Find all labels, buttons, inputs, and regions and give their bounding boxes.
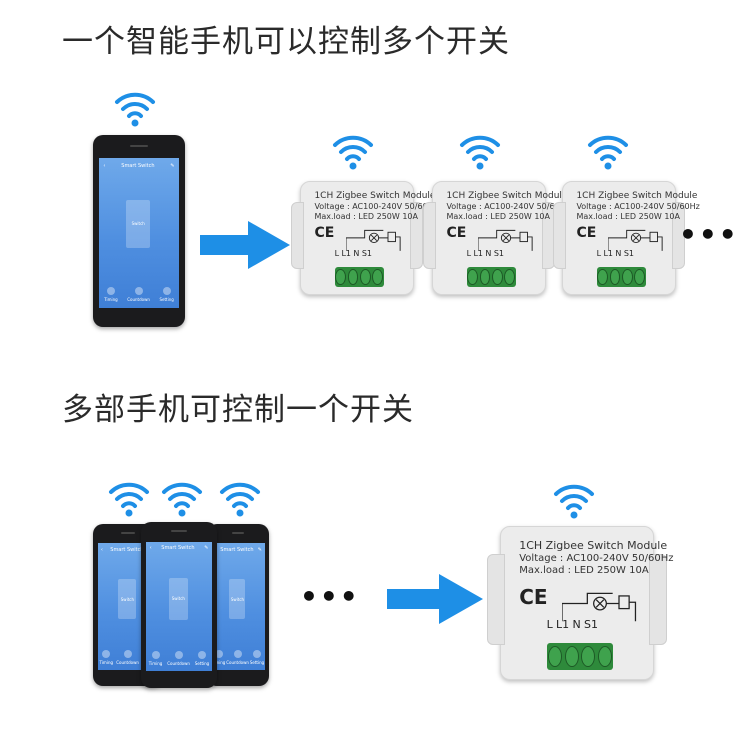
- module-title: 1CH Zigbee Switch Module: [446, 190, 568, 201]
- back-icon: ‹: [103, 162, 106, 169]
- smartphone: ‹Smart Switch✎ Switch Timing Countdown S…: [141, 522, 217, 688]
- ce-mark: CE: [446, 224, 467, 241]
- wiring-diagram: [477, 230, 533, 252]
- module-voltage: Voltage : AC100-240V 50/60Hz: [314, 202, 438, 212]
- phone-screen: ‹ Smart Switch ✎ Switch Timing Countdown S…: [99, 158, 179, 308]
- switch-card-label: Switch: [131, 221, 145, 227]
- module-maxload: Max.load : LED 250W 10A: [519, 565, 649, 577]
- more-ellipsis: •••: [679, 218, 739, 251]
- smartphone: ‹ Smart Switch ✎ Switch Timing Countdown S…: [93, 135, 185, 327]
- wifi-icon: [331, 131, 375, 171]
- wifi-icon: [552, 480, 596, 520]
- wiring-diagram: [607, 230, 663, 252]
- switch-card-label: Switch: [171, 596, 185, 602]
- ce-mark: CE: [576, 224, 597, 241]
- switch-card: Switch: [126, 199, 151, 248]
- timing-item: Timing: [104, 286, 118, 302]
- module-voltage: Voltage : AC100-240V 50/60Hz: [446, 202, 570, 212]
- terminal-block: [596, 267, 646, 288]
- wiring-diagram: [561, 592, 636, 621]
- module-title: 1CH Zigbee Switch Module: [314, 190, 436, 201]
- module-maxload: Max.load : LED 250W 10A: [446, 212, 550, 222]
- module-title: 1CH Zigbee Switch Module: [576, 190, 698, 201]
- app-title: Smart Switch: [110, 546, 144, 553]
- ce-mark: CE: [519, 584, 548, 609]
- setting-item: Setting: [159, 286, 174, 302]
- phone-speaker: [129, 144, 149, 147]
- switch-card-label: Switch: [230, 596, 245, 602]
- heading-one-phone-many-switches: 一个智能手机可以控制多个开关: [62, 24, 510, 60]
- terminal-block: [466, 267, 516, 288]
- app-title: Smart Switch: [220, 546, 254, 553]
- countdown-item: Countdown: [127, 286, 150, 302]
- heading-many-phones-one-switch: 多部手机可控制一个开关: [62, 392, 414, 428]
- app-title: Smart Switch: [161, 545, 195, 552]
- wifi-icon: [113, 88, 157, 128]
- module-title: 1CH Zigbee Switch Module: [519, 539, 668, 553]
- terminal-block: [546, 642, 614, 670]
- arrow-right-icon: [200, 221, 290, 269]
- wiring-diagram: [345, 230, 401, 252]
- wifi-icon: [107, 478, 151, 518]
- app-title: Smart Switch: [121, 162, 155, 169]
- wifi-icon: [218, 478, 262, 518]
- ce-mark: CE: [314, 224, 335, 241]
- terminal-block: [334, 267, 384, 288]
- module-voltage: Voltage : AC100-240V 50/60Hz: [576, 202, 700, 212]
- switch-card-label: Switch: [120, 596, 134, 602]
- module-maxload: Max.load : LED 250W 10A: [576, 212, 680, 222]
- wifi-icon: [160, 478, 204, 518]
- more-ellipsis: •••: [300, 580, 360, 613]
- module-voltage: Voltage : AC100-240V 50/60Hz: [519, 552, 674, 564]
- edit-icon: ✎: [170, 162, 175, 169]
- smartphone: ‹Smart Switch✎ Switch Timing Countdown S…: [207, 524, 269, 686]
- module-maxload: Max.load : LED 250W 10A: [314, 212, 418, 222]
- wifi-icon: [458, 131, 502, 171]
- arrow-right-icon: [387, 574, 483, 624]
- wifi-icon: [586, 131, 630, 171]
